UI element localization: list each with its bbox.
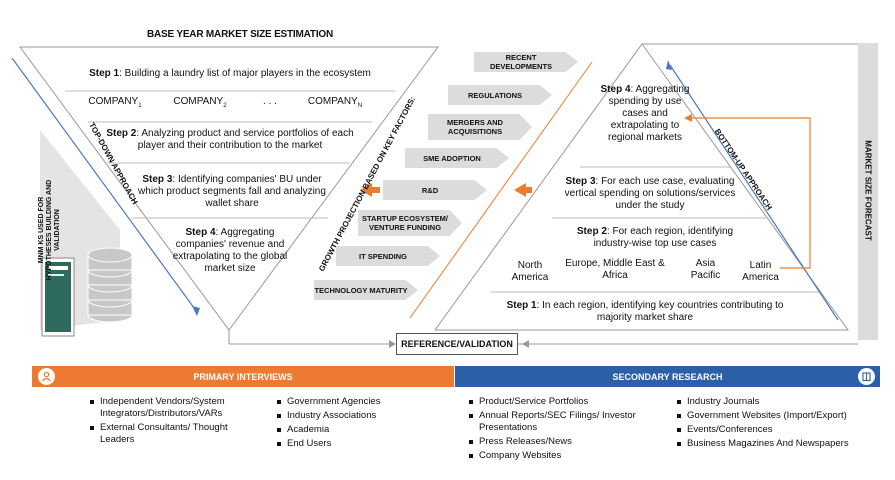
left-orange-arrow <box>360 183 380 197</box>
list-item: External Consultants/ Thought Leaders <box>88 422 248 446</box>
list-item: Industry Associations <box>275 410 425 422</box>
company-2: COMPANY2 <box>173 96 227 109</box>
forecast-sidebar <box>858 43 878 340</box>
person-icon <box>38 368 55 385</box>
top-down-arrow <box>11 57 198 313</box>
bu-step4: Step 4: Aggregating spending by use case… <box>600 84 690 143</box>
region-apac: Asia Pacific <box>690 258 721 281</box>
td-step1: Step 1: Building a laundry list of major… <box>89 68 371 79</box>
list-item: Press Releases/News <box>467 436 637 448</box>
region-latam: Latin America <box>742 260 779 283</box>
forecast-label: MARKET SIZE FORECAST <box>863 140 873 241</box>
td-step4: Step 4: Aggregating companies' revenue a… <box>172 227 288 274</box>
region-emea: Europe, Middle East & Africa <box>565 258 665 281</box>
list-item: Annual Reports/SEC Filings/ Investor Pre… <box>467 410 637 434</box>
primary-bar: PRIMARY INTERVIEWS <box>32 366 454 387</box>
bu-step3: Step 3: For each use case, evaluating ve… <box>564 176 736 211</box>
secondary-list-2: Industry Journals Government Websites (I… <box>675 396 880 452</box>
factor-rnd: R&D <box>383 180 487 200</box>
list-item: Product/Service Portfolios <box>467 396 637 408</box>
company-n: COMPANYN <box>307 96 363 109</box>
list-item: Business Magazines And Newspapers <box>675 438 880 450</box>
secondary-bar: SECONDARY RESEARCH <box>455 366 880 387</box>
list-item: Events/Conferences <box>675 424 880 436</box>
page-title: BASE YEAR MARKET SIZE ESTIMATION <box>146 29 334 40</box>
list-item: Government Agencies <box>275 396 425 408</box>
database-icon <box>87 247 133 323</box>
company-ellipsis: . . . <box>263 96 277 107</box>
td-step3: Step 3: Identifying companies' BU under … <box>138 174 326 209</box>
primary-list-1: Independent Vendors/System Integrators/D… <box>88 396 248 448</box>
factor-tech-maturity: TECHNOLOGY MATURITY <box>314 280 418 300</box>
list-item: Government Websites (Import/Export) <box>675 410 880 422</box>
factor-mergers: MERGERS AND ACQUISITIONS <box>428 114 532 140</box>
bu-step1: Step 1: In each region, identifying key … <box>506 300 784 323</box>
list-item: Independent Vendors/System Integrators/D… <box>88 396 248 420</box>
secondary-title: SECONDARY RESEARCH <box>612 371 723 382</box>
factor-line <box>409 61 593 319</box>
book-icon <box>858 368 875 385</box>
list-item: Industry Journals <box>675 396 880 408</box>
factor-recent-developments: RECENT DEVELOPMENTS <box>474 52 578 72</box>
factor-sme-adoption: SME ADOPTION <box>405 148 509 168</box>
list-item: Academia <box>275 424 425 436</box>
ks-label: MNM KS USED FOR HYPOTHESES BUILDING AND … <box>38 179 61 281</box>
company-1: COMPANY1 <box>88 96 142 109</box>
factor-regulations: REGULATIONS <box>448 85 552 105</box>
primary-list-2: Government Agencies Industry Association… <box>275 396 425 452</box>
right-orange-arrow <box>514 183 532 197</box>
bu-step2: Step 2: For each region, identifying ind… <box>576 226 734 249</box>
factor-startup: STARTUP ECOSYSTEM/ VENTURE FUNDING <box>358 210 462 236</box>
region-north-america: North America <box>511 260 549 283</box>
td-step2: Step 2: Analyzing product and service po… <box>106 128 354 151</box>
list-item: Company Websites <box>467 450 637 462</box>
factor-it-spending: IT SPENDING <box>336 246 440 266</box>
secondary-list-1: Product/Service Portfolios Annual Report… <box>467 396 637 464</box>
primary-title: PRIMARY INTERVIEWS <box>193 371 293 382</box>
bottom-up-arrow <box>669 64 839 321</box>
reference-validation-box: REFERENCE/VALIDATION <box>396 333 518 355</box>
list-item: End Users <box>275 438 425 450</box>
